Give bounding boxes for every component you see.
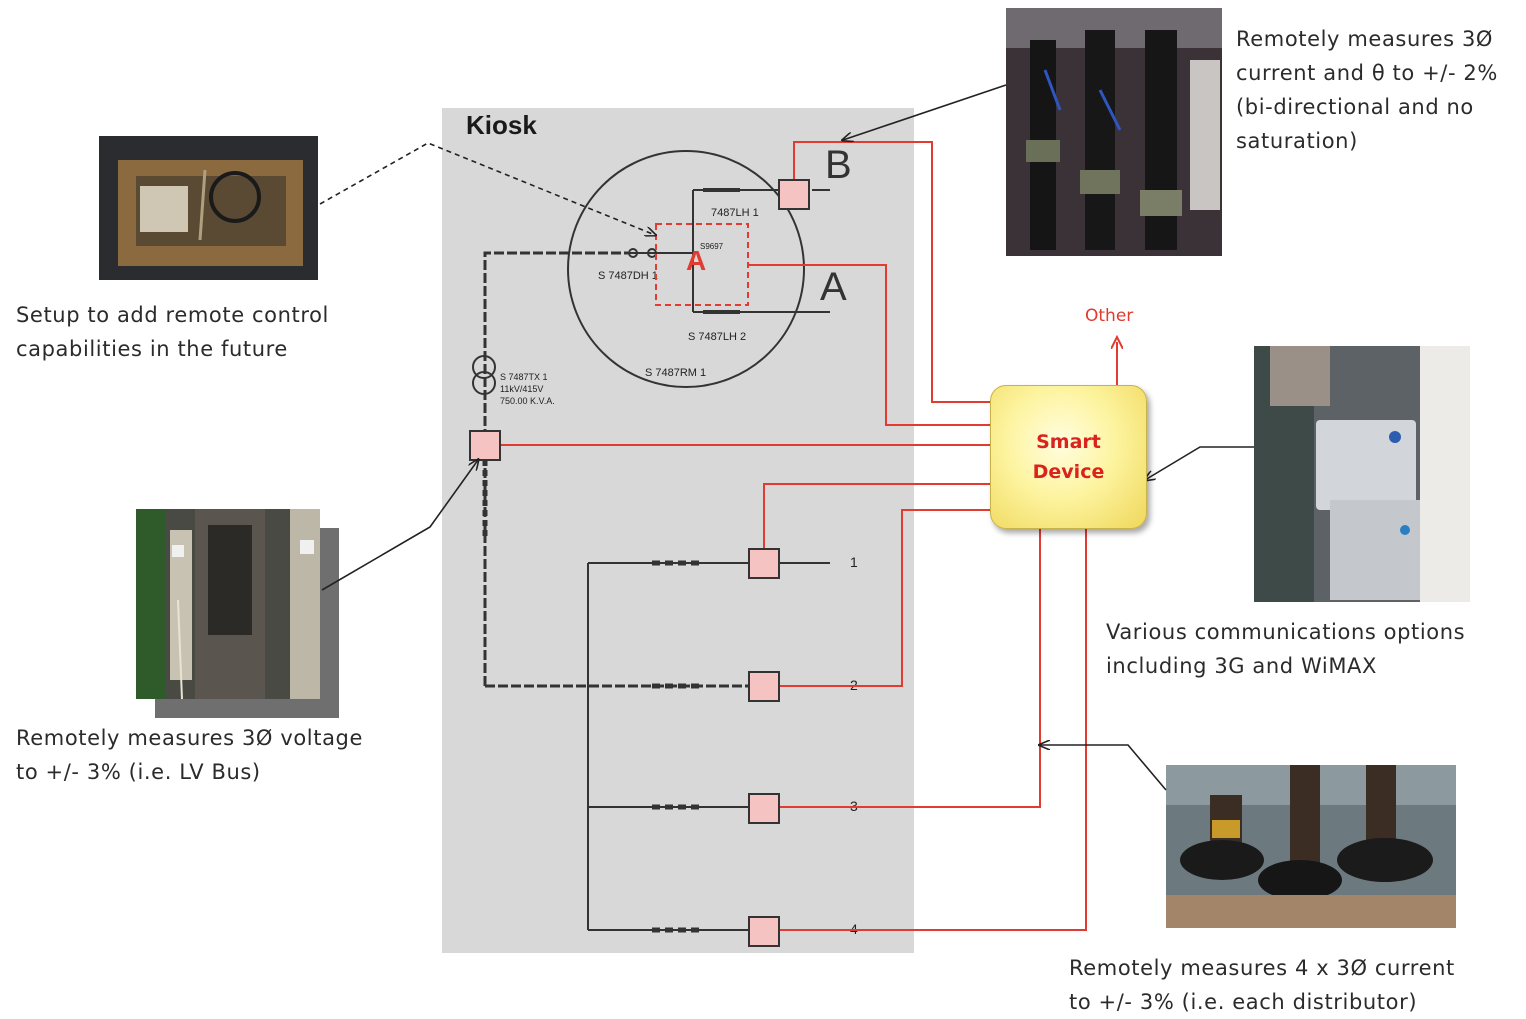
leader-distributor-current [1040,745,1167,791]
leader-remote-control [319,142,655,235]
smart-device-box: Smart Device [990,385,1147,529]
photo-current-transducers-top [1006,8,1222,256]
leader-comms [1145,446,1254,480]
distributor-label-1: 1 [850,554,858,570]
sensor-lv-bus [469,430,501,461]
sensor-distributor-1 [748,548,780,579]
bus-label-lh2: S 7487LH 2 [688,331,746,343]
caption-remote-control: Setup to add remote control capabilities… [16,303,329,361]
sensor-distributor-3 [748,793,780,824]
photo-distributor-cts [1166,765,1456,928]
kiosk-panel [442,108,914,953]
smart-device-line1: Smart [1036,431,1101,453]
bus-label-lh1: 7487LH 1 [711,207,759,219]
bus-label-ring: S 7487RM 1 [645,367,706,379]
ring-main-unit-circle [567,150,805,388]
sensor-b [778,179,810,210]
caption-comms: Various communications options including… [1106,620,1466,678]
caption-current-theta: Remotely measures 3Ø current and θ to +/… [1236,27,1498,153]
caption-voltage: Remotely measures 3Ø voltage to +/- 3% (… [16,726,363,784]
caption-distributor-current: Remotely measures 4 x 3Ø current to +/- … [1069,956,1455,1014]
photo-remote-control-box [99,136,318,280]
transformer-rating: 750.00 K.V.A. [500,396,555,406]
sensor-distributor-2 [748,671,780,702]
transformer-id: S 7487TX 1 [500,372,548,382]
smart-device-line2: Device [1032,461,1105,483]
switch-a-label: A [686,245,706,276]
sensor-distributor-4 [748,916,780,947]
photo-voltage-lv-bus [136,509,339,718]
bus-label-main: S 7487DH 1 [598,270,658,282]
transformer-voltage: 11kV/415V [500,384,543,394]
kiosk-title: Kiosk [466,110,537,140]
leader-current-theta [843,84,1007,140]
photo-smart-device-unit [1254,346,1470,602]
phase-a-label: A [820,265,847,309]
red-wiring [500,141,1117,931]
other-label: Other [1085,306,1134,326]
phase-b-label: B [825,143,852,187]
switch-id: S9697 [700,242,724,251]
leader-voltage [321,460,478,591]
